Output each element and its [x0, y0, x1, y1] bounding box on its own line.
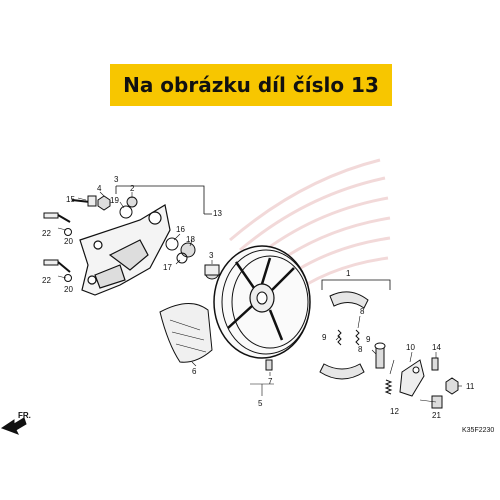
callout-22-upper: 22 — [42, 229, 51, 238]
oil-seal-19 — [119, 205, 133, 219]
valve-7 — [265, 359, 273, 371]
callout-6: 6 — [192, 367, 197, 376]
callout-17: 17 — [163, 263, 172, 272]
callout-9: 9 — [322, 333, 327, 342]
brake-arm-21 — [399, 359, 425, 397]
callout-labels: 22 20 22 20 15 4 2 19 3 13 16 18 17 3 6 … — [42, 175, 475, 420]
collar-3 — [204, 264, 220, 280]
brake-cam-10 — [374, 342, 386, 369]
diagram-code: K35F2230 — [462, 427, 494, 434]
callout-7: 7 — [268, 377, 273, 386]
callout-2: 2 — [130, 184, 135, 193]
collar-2 — [126, 196, 138, 208]
rear-wheel — [213, 245, 311, 359]
callout-14: 14 — [432, 343, 441, 352]
circlip-17 — [176, 252, 188, 264]
callout-9-lower: 9 — [366, 335, 371, 344]
bolt-14 — [431, 357, 439, 371]
bearing-16 — [165, 237, 179, 251]
bearing-18 — [180, 242, 196, 258]
callout-15: 15 — [66, 195, 75, 204]
bolt-22-upper — [43, 212, 71, 223]
callout-20-lower: 20 — [64, 285, 73, 294]
washer-20-lower — [64, 274, 72, 282]
banner-text: Na obrázku díl číslo 13 — [123, 73, 379, 97]
nut-11 — [445, 377, 459, 395]
callout-19: 19 — [110, 196, 119, 205]
callout-21: 21 — [432, 411, 441, 420]
callout-3-top: 3 — [114, 175, 119, 184]
callout-1: 1 — [346, 269, 351, 278]
callout-20-upper: 20 — [64, 237, 73, 246]
callout-12: 12 — [390, 407, 399, 416]
front-direction-arrow — [0, 417, 27, 435]
spring-12 — [384, 379, 393, 395]
callout-16: 16 — [176, 225, 185, 234]
direction-label: FR. — [18, 411, 31, 420]
callout-3: 3 — [209, 251, 214, 260]
callout-13: 13 — [213, 209, 222, 218]
spring-8-right — [355, 329, 360, 346]
splash-guard-6 — [159, 303, 213, 363]
callout-5: 5 — [258, 399, 263, 408]
bolt-22-lower — [43, 259, 71, 273]
callout-18: 18 — [186, 235, 195, 244]
part-number-banner: Na obrázku díl číslo 13 — [110, 64, 392, 106]
callout-11: 11 — [466, 382, 475, 391]
callout-22-lower: 22 — [42, 276, 51, 285]
joint-21 — [431, 395, 443, 409]
leader-lines — [57, 191, 462, 403]
bolt-15 — [71, 195, 97, 207]
swing-arm-bracket — [79, 204, 171, 296]
brake-shoes-1 — [319, 291, 369, 380]
callout-10: 10 — [406, 343, 415, 352]
nut-4 — [97, 195, 111, 211]
callout-bracket-1 — [321, 279, 391, 290]
callout-bracket-13 — [115, 185, 212, 215]
washer-20-upper — [64, 228, 72, 236]
callout-8-lower: 8 — [358, 345, 363, 354]
callout-8: 8 — [360, 307, 365, 316]
callout-4: 4 — [97, 184, 102, 193]
spring-9-left — [337, 329, 342, 346]
